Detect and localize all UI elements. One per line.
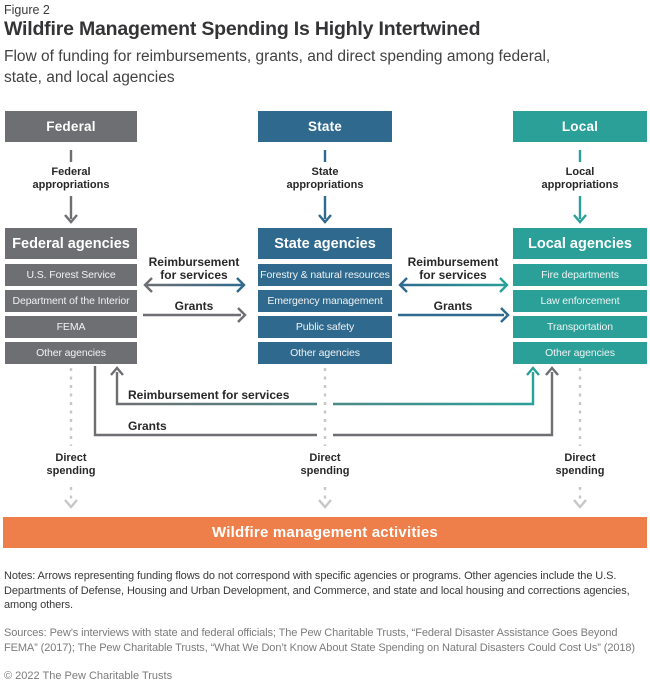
figure-label: Figure 2 (4, 3, 50, 17)
local-appropriations-label: Local appropriations (525, 166, 635, 191)
federal-agency-item: Department of the Interior (5, 290, 137, 312)
state-appropriations-line1: State (311, 166, 339, 178)
subtitle-line-2: state, and local agencies (4, 68, 175, 86)
state-appropriations-label: State appropriations (270, 166, 380, 191)
local-appropriations-line1: Local (565, 166, 595, 178)
state-agency-item: Forestry & natural resources (258, 264, 392, 286)
grants-federal-state-label: Grants (174, 299, 214, 313)
reimb-line2: for services (419, 267, 487, 282)
state-direct-spending-label: Direct spending (270, 452, 380, 478)
federal-header-box: Federal (5, 111, 137, 142)
local-direct-spending-arrow-icon (573, 368, 587, 509)
federal-agency-item: Other agencies (5, 342, 137, 364)
federal-appropriations-line2: appropriations (32, 178, 110, 191)
state-direct-spending-arrow-icon (318, 368, 332, 509)
federal-direct-spending-arrow-icon (64, 368, 78, 509)
subtitle-line-1: Flow of funding for reimbursements, gran… (4, 48, 551, 65)
federal-agency-item: FEMA (5, 316, 137, 338)
reimb-line2: for services (160, 267, 228, 282)
local-header-box: Local (513, 111, 647, 142)
federal-appropriations-line1: Federal (51, 166, 91, 178)
local-agencies-title-box: Local agencies (513, 228, 647, 259)
reimb-line1: Reimbursement (148, 255, 240, 269)
state-header-box: State (258, 111, 392, 142)
state-agencies-title-box: State agencies (258, 228, 392, 259)
direct-line2: spending (300, 465, 350, 477)
local-agency-item: Transportation (513, 316, 647, 338)
state-appropriations-line2: appropriations (286, 178, 364, 191)
direct-line1: Direct (564, 452, 596, 464)
reimb-line1: Reimbursement (407, 255, 499, 269)
local-agency-item: Other agencies (513, 342, 647, 364)
federal-agency-item: U.S. Forest Service (5, 264, 137, 286)
reimbursement-federal-state-label: Reimbursement for services (142, 256, 246, 281)
direct-line2: spending (555, 465, 605, 477)
direct-line2: spending (46, 465, 96, 477)
direct-line1: Direct (55, 452, 87, 464)
copyright-text: © 2022 The Pew Charitable Trusts (4, 670, 173, 682)
page-title: Wildfire Management Spending Is Highly I… (4, 18, 481, 40)
federal-appropriations-label: Federal appropriations (16, 166, 126, 191)
grants-return-label: Grants (128, 419, 167, 433)
notes-text: Notes: Arrows representing funding flows… (4, 570, 630, 612)
federal-direct-spending-label: Direct spending (16, 452, 126, 478)
grants-state-local-label: Grants (433, 299, 473, 313)
figure-subtitle: Flow of funding for reimbursements, gran… (4, 47, 646, 88)
state-agency-item: Other agencies (258, 342, 392, 364)
state-agency-item: Emergency management (258, 290, 392, 312)
sources-text: Sources: Pew’s interviews with state and… (4, 627, 635, 654)
local-agency-item: Law enforcement (513, 290, 647, 312)
direct-line1: Direct (309, 452, 341, 464)
local-appropriations-line2: appropriations (541, 178, 619, 191)
reimbursement-state-local-label: Reimbursement for services (398, 256, 508, 281)
local-agency-item: Fire departments (513, 264, 647, 286)
state-agency-item: Public safety (258, 316, 392, 338)
reimbursement-return-label: Reimbursement for services (128, 388, 290, 402)
local-direct-spending-label: Direct spending (525, 452, 635, 478)
federal-agencies-title-box: Federal agencies (5, 228, 137, 259)
wildfire-activities-bar: Wildfire management activities (3, 517, 647, 548)
